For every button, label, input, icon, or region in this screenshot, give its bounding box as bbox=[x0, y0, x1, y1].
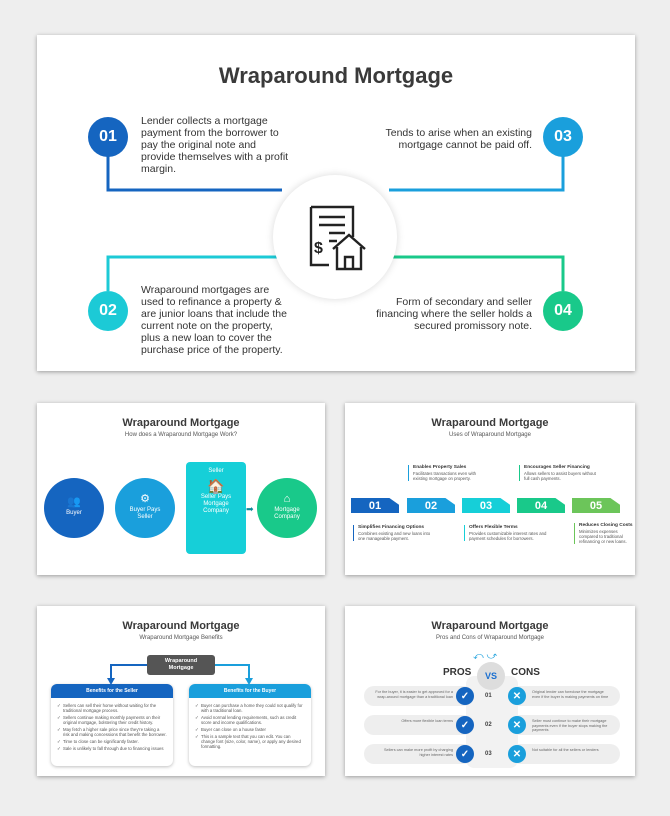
cons-label: CONS bbox=[511, 667, 540, 678]
payment-icon: ⚙ bbox=[140, 492, 150, 505]
slide-title: Wraparound Mortgage bbox=[122, 620, 240, 632]
step-label: Buyer Pays Seller bbox=[129, 506, 161, 520]
pro-row bbox=[364, 686, 474, 706]
seller-benefits-card: Benefits for the Seller Sellers can sell… bbox=[51, 684, 173, 766]
slide-subtitle: Uses of Wraparound Mortgage bbox=[449, 432, 531, 438]
con-text: Not suitable for all the sellers or lend… bbox=[532, 748, 599, 752]
step-mortgage-company: ⌂Mortgage Company bbox=[257, 478, 317, 538]
list-item: Buyer can close on a house faster bbox=[195, 727, 305, 732]
point-02-badge: 02 bbox=[88, 291, 128, 331]
center-box: Wraparound Mortgage bbox=[147, 655, 215, 675]
buyer-heading: Benefits for the Buyer bbox=[189, 684, 311, 698]
list-item: This is a sample text that you can edit.… bbox=[195, 734, 305, 749]
x-icon: ✕ bbox=[508, 716, 526, 734]
pro-text: Sellers can make more profit by charging… bbox=[383, 748, 453, 757]
arrows-icon: ⤺ ⤻ bbox=[473, 651, 498, 662]
slide-how-it-works[interactable]: Wraparound Mortgage How does a Wraparoun… bbox=[37, 403, 325, 575]
con-row bbox=[510, 744, 620, 764]
step-buyer: 👥 Buyer bbox=[44, 478, 104, 538]
list-item: May fetch a higher sale price since they… bbox=[57, 727, 167, 737]
check-icon: ✓ bbox=[456, 687, 474, 705]
mortgage-house-icon: ⌂ bbox=[283, 492, 291, 505]
point-03-badge: 03 bbox=[543, 117, 583, 157]
list-item: Sellers continue making monthly payments… bbox=[57, 715, 167, 725]
slide-subtitle: Pros and Cons of Wraparound Mortgage bbox=[436, 635, 544, 641]
slide-pros-cons[interactable]: Wraparound Mortgage Pros and Cons of Wra… bbox=[345, 606, 635, 776]
slide-title: Wraparound Mortgage bbox=[122, 417, 240, 429]
seller-heading: Benefits for the Seller bbox=[51, 684, 173, 698]
tag-04: 04 bbox=[517, 498, 565, 513]
arrow-icon: ➡ bbox=[246, 504, 254, 514]
step-buyer-pays-seller: ⚙Buyer Pays Seller bbox=[115, 478, 175, 538]
row-number: 01 bbox=[485, 693, 492, 699]
list-item: Buyer can purchase a home they could not… bbox=[195, 703, 305, 713]
pros-label: PROS bbox=[443, 667, 472, 678]
pro-row bbox=[364, 744, 474, 764]
x-icon: ✕ bbox=[508, 745, 526, 763]
con-text: Seller must continue to make their mortg… bbox=[532, 719, 608, 732]
check-icon: ✓ bbox=[456, 716, 474, 734]
list-item: Sellers can sell their home without wait… bbox=[57, 703, 167, 713]
svg-text:$: $ bbox=[314, 240, 323, 257]
con-row bbox=[510, 715, 620, 735]
slide-title: Wraparound Mortgage bbox=[431, 417, 549, 429]
con-row bbox=[510, 686, 620, 706]
step-label: Mortgage Company bbox=[274, 506, 300, 520]
list-item: Time to close can be significantly faste… bbox=[57, 739, 167, 744]
row-number: 02 bbox=[485, 722, 492, 728]
list-item: Avoid normal lending requirements, such … bbox=[195, 715, 305, 725]
tag-05: 05 bbox=[572, 498, 620, 513]
tag-01: 01 bbox=[351, 498, 399, 513]
point-01-badge: 01 bbox=[88, 117, 128, 157]
pro-row bbox=[364, 715, 474, 735]
house-sale-icon: 🏠 bbox=[207, 478, 225, 494]
pro-text: For the buyer, it is easier to get appro… bbox=[375, 690, 453, 699]
buyer-icon: 👥 bbox=[67, 496, 81, 508]
slide-title: Wraparound Mortgage bbox=[431, 620, 549, 632]
branch-arrows bbox=[107, 664, 253, 685]
connector-lines bbox=[106, 155, 565, 291]
point-02-text: Wraparound mortgages are used to refinan… bbox=[141, 284, 287, 356]
slide-title: Wraparound Mortgage bbox=[218, 63, 454, 88]
vs-badge: VS bbox=[477, 662, 505, 690]
seller-label: Seller bbox=[208, 468, 224, 474]
tag-03: 03 bbox=[462, 498, 510, 513]
point-04-badge: 04 bbox=[543, 291, 583, 331]
step-seller-box: Seller 🏠 Seller Pays Mortgage Company bbox=[186, 462, 246, 554]
slide-benefits[interactable]: Wraparound Mortgage Wraparound Mortgage … bbox=[37, 606, 325, 776]
step-label: Seller Pays Mortgage Company bbox=[200, 494, 232, 514]
slide-subtitle: Wraparound Mortgage Benefits bbox=[139, 635, 223, 641]
point-04-text: Form of secondary and seller financing w… bbox=[376, 296, 532, 332]
point-01-text: Lender collects a mortgage payment from … bbox=[141, 115, 289, 175]
step-label: Buyer bbox=[66, 510, 82, 516]
slide-uses[interactable]: Wraparound Mortgage Uses of Wraparound M… bbox=[345, 403, 635, 575]
slide-subtitle: How does a Wraparound Mortgage Work? bbox=[124, 432, 238, 438]
x-icon: ✕ bbox=[508, 687, 526, 705]
slide-main[interactable]: Wraparound Mortgage $ 01 02 03 04 Lender… bbox=[37, 35, 635, 371]
check-icon: ✓ bbox=[456, 745, 474, 763]
point-03-text: Tends to arise when an existing mortgage… bbox=[385, 127, 532, 151]
pro-text: Offers more flexible loan terms bbox=[401, 719, 453, 723]
con-text: Original lender can foreclose the mortga… bbox=[532, 690, 609, 699]
center-circle: $ bbox=[273, 175, 397, 299]
buyer-benefits-card: Benefits for the Buyer Buyer can purchas… bbox=[189, 684, 311, 766]
row-number: 03 bbox=[485, 751, 492, 757]
list-item: Sale is unlikely to fall through due to … bbox=[57, 746, 167, 751]
tag-02: 02 bbox=[407, 498, 455, 513]
document-dollar-house-icon: $ bbox=[309, 205, 366, 271]
